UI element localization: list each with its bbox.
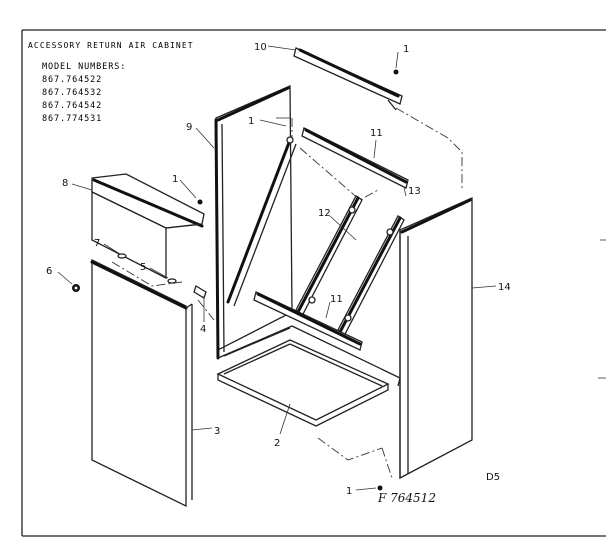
callout-9: 9 — [186, 122, 192, 133]
callout-10: 10 — [254, 42, 267, 53]
callout-14: 14 — [498, 282, 511, 293]
callout-4: 4 — [200, 324, 206, 335]
callout-1: 1 — [403, 44, 409, 55]
callout-1: 1 — [172, 174, 178, 185]
callout-1: 1 — [248, 116, 254, 127]
part-2-bottom-pan — [216, 339, 390, 427]
part-11-lower-rail — [253, 291, 363, 351]
callout-labels: 1 10 1 9 11 13 12 11 14 8 1 7 6 5 4 3 2 … — [46, 42, 511, 497]
part-11-upper-rail — [301, 127, 409, 189]
model-number: 867.764532 — [42, 88, 103, 98]
assembly-path-lines — [111, 107, 463, 479]
part-8-filter-door-top — [91, 173, 205, 280]
callout-7: 7 — [94, 238, 100, 249]
diagram-border — [21, 29, 606, 537]
part-13-filter-rail — [337, 215, 405, 338]
corner-code: D5 — [486, 472, 500, 483]
callout-12: 12 — [318, 208, 331, 219]
callout-8: 8 — [62, 178, 68, 189]
callout-2: 2 — [274, 438, 280, 449]
handwritten-part-number: F 764512 — [377, 491, 436, 505]
part-10-top-rail — [293, 47, 403, 111]
screw-icon — [393, 69, 399, 75]
part-14-side-panel — [399, 196, 473, 480]
screw-icon — [377, 485, 383, 491]
callout-3: 3 — [214, 426, 220, 437]
diagram-title: ACCESSORY RETURN AIR CABINET — [28, 41, 194, 50]
model-number: 867.774531 — [42, 114, 103, 124]
clip-icon — [117, 253, 127, 259]
callout-6: 6 — [46, 266, 52, 277]
leader-lines — [57, 45, 497, 491]
callout-13: 13 — [408, 186, 421, 197]
screw-icon — [197, 199, 203, 205]
model-number: 867.764542 — [42, 101, 103, 111]
part-3-front-panel — [90, 258, 193, 508]
callout-11: 11 — [370, 128, 383, 139]
callout-1: 1 — [346, 486, 352, 497]
model-number: 867.764522 — [42, 75, 103, 85]
diagonal-brace — [226, 136, 297, 307]
model-numbers-label: MODEL NUMBERS: — [42, 62, 127, 72]
callout-11: 11 — [330, 294, 343, 305]
callout-5: 5 — [140, 262, 146, 273]
clip-icon — [167, 278, 177, 284]
